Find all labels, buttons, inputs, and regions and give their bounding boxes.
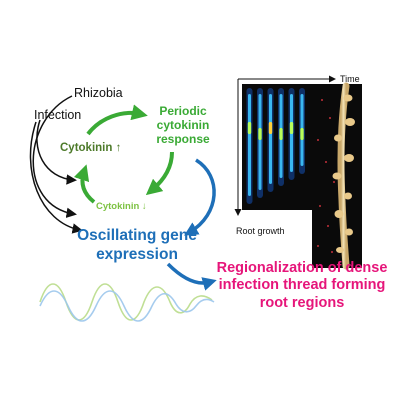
infection-label: Infection: [34, 108, 82, 122]
root-nodules: [332, 94, 355, 253]
cytokinin-down-label: Cytokinin ↓: [96, 201, 147, 212]
arrow-response-to-cytokinin-down: [145, 151, 174, 196]
reporter-stripe: [269, 94, 272, 184]
arrow-infection-to-expression: [29, 121, 83, 234]
rhizobia-label: Rhizobia: [74, 86, 123, 100]
reporter-stripe-peak: [300, 128, 304, 140]
arrow-expression-to-regionalization: [166, 262, 217, 291]
regionalization-label: Regionalization of dense infection threa…: [216, 260, 388, 311]
reporter-stripe-peak: [289, 122, 294, 134]
root-growth-axis-label: Root growth: [236, 226, 285, 236]
reporter-stripe-peak: [268, 122, 273, 134]
cytokinin-up-label: Cytokinin ↑: [60, 142, 122, 154]
infection-speckles: [317, 99, 335, 253]
periodic-response-label: Periodic cytokinin response: [156, 104, 210, 146]
reporter-stripe-peak: [247, 122, 252, 134]
arrow-infection-to-cycle: [36, 119, 77, 185]
arrow-response-to-expression: [184, 158, 216, 236]
arrow-cytokinin-down-to-up: [73, 164, 96, 204]
root-image: [337, 82, 350, 270]
arrow-rhizobia: [32, 95, 77, 218]
reporter-stripe: [258, 94, 262, 190]
reporter-stripe-peak: [258, 128, 262, 140]
reporter-stripe-peak: [279, 128, 283, 140]
oscillating-expression-label: Oscillating gene expression: [77, 227, 197, 263]
wave-blue: [39, 290, 215, 322]
time-axis-label: Time: [340, 74, 360, 84]
arrow-cytokinin-up-to-response: [86, 104, 148, 136]
reporter-stripe: [248, 94, 251, 196]
reporter-stripes: [246, 88, 305, 204]
